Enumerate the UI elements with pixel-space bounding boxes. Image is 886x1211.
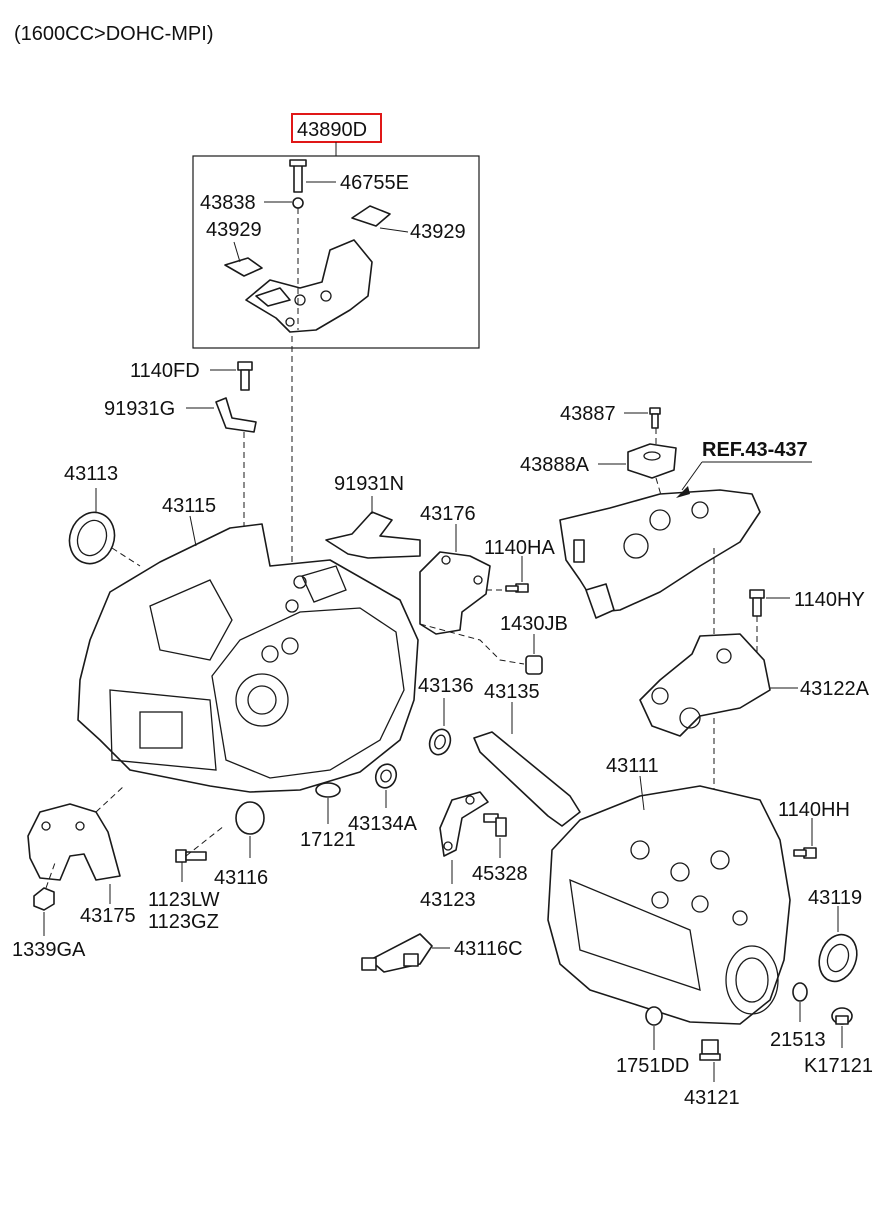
part-label-1123GZ[interactable]: 1123GZ bbox=[148, 911, 219, 933]
part-label-43111[interactable]: 43111 bbox=[606, 755, 659, 777]
bolt-1140HA[interactable] bbox=[505, 583, 529, 593]
part-label-1751DD[interactable]: 1751DD bbox=[616, 1055, 689, 1077]
part-label-17121[interactable]: 17121 bbox=[300, 829, 356, 851]
seal-43119[interactable] bbox=[813, 929, 863, 986]
engine-spec-label: (1600CC>DOHC-MPI) bbox=[14, 23, 213, 45]
bracket-91931G[interactable] bbox=[215, 397, 257, 433]
part-label-43121[interactable]: 43121 bbox=[684, 1087, 740, 1109]
part-label-43135[interactable]: 43135 bbox=[484, 681, 540, 703]
part-label-1140HA[interactable]: 1140HA bbox=[484, 537, 555, 559]
part-label-21513[interactable]: 21513 bbox=[770, 1029, 826, 1051]
gasket-43116[interactable] bbox=[235, 801, 265, 835]
part-label-1140HH[interactable]: 1140HH bbox=[778, 799, 850, 821]
part-label-43176[interactable]: 43176 bbox=[420, 503, 476, 525]
part-label-43175[interactable]: 43175 bbox=[80, 905, 136, 927]
part-label-46755E[interactable]: 46755E bbox=[340, 172, 409, 194]
bracket-91931N[interactable] bbox=[325, 511, 421, 559]
bolt-1140HY[interactable] bbox=[749, 589, 765, 617]
rail-43135[interactable] bbox=[473, 731, 581, 827]
seal-43134A[interactable] bbox=[372, 761, 399, 790]
assembly-code-label[interactable]: 43890D bbox=[297, 119, 367, 141]
part-label-91931G[interactable]: 91931G bbox=[104, 398, 175, 420]
bolt-1123LW[interactable] bbox=[175, 849, 207, 863]
ring-21513[interactable] bbox=[792, 982, 808, 1002]
plug-K17121[interactable] bbox=[831, 1007, 853, 1025]
part-label-43113[interactable]: 43113 bbox=[64, 463, 118, 485]
plug-43121[interactable] bbox=[699, 1039, 721, 1061]
part-label-43838[interactable]: 43838 bbox=[200, 192, 256, 214]
part-label-43116[interactable]: 43116 bbox=[214, 867, 268, 889]
part-label-1430JB[interactable]: 1430JB bbox=[500, 613, 568, 635]
mount-43122A[interactable] bbox=[639, 633, 771, 737]
part-label-43134A[interactable]: 43134A bbox=[348, 813, 418, 835]
pin-1430JB[interactable] bbox=[525, 655, 543, 675]
bracket-43176[interactable] bbox=[419, 551, 491, 635]
part-label-45328[interactable]: 45328 bbox=[472, 863, 528, 885]
bolt-1140FD[interactable] bbox=[237, 361, 253, 391]
reference-label[interactable]: REF.43-437 bbox=[702, 439, 808, 461]
assembly-group-box bbox=[192, 155, 480, 349]
bolt-45328[interactable] bbox=[483, 813, 507, 837]
shift-control-assembly-ref[interactable] bbox=[559, 489, 761, 619]
oil-seal-43113[interactable] bbox=[62, 506, 121, 570]
shift-bracket-assembly[interactable] bbox=[224, 159, 391, 333]
part-label-43119[interactable]: 43119 bbox=[808, 887, 862, 909]
part-label-43887[interactable]: 43887 bbox=[560, 403, 616, 425]
part-label-43123[interactable]: 43123 bbox=[420, 889, 476, 911]
bolt-1140HH[interactable] bbox=[793, 847, 817, 859]
bracket-43123[interactable] bbox=[439, 791, 489, 857]
clutch-housing-43115[interactable] bbox=[77, 523, 419, 793]
part-label-43929-right[interactable]: 43929 bbox=[410, 221, 466, 243]
seal-43136[interactable] bbox=[426, 726, 454, 757]
part-label-1123LW[interactable]: 1123LW bbox=[148, 889, 220, 911]
part-label-43136[interactable]: 43136 bbox=[418, 675, 474, 697]
part-label-1339GA[interactable]: 1339GA bbox=[12, 939, 86, 961]
part-label-43116C[interactable]: 43116C bbox=[454, 938, 523, 960]
nut-1339GA[interactable] bbox=[33, 887, 55, 911]
sensor-43116C[interactable] bbox=[361, 933, 433, 973]
transaxle-case-43111[interactable] bbox=[547, 785, 791, 1025]
part-label-43115[interactable]: 43115 bbox=[162, 495, 216, 517]
part-label-43929-left[interactable]: 43929 bbox=[206, 219, 262, 241]
ring-17121[interactable] bbox=[315, 782, 341, 798]
part-label-43122A[interactable]: 43122A bbox=[800, 678, 870, 700]
bolt-43887[interactable] bbox=[649, 407, 661, 429]
ring-1751DD[interactable] bbox=[645, 1006, 663, 1026]
bracket-43175[interactable] bbox=[27, 803, 121, 881]
part-label-1140HY[interactable]: 1140HY bbox=[794, 589, 865, 611]
block-43888A[interactable] bbox=[627, 443, 677, 479]
part-label-43888A[interactable]: 43888A bbox=[520, 454, 590, 476]
part-label-K17121[interactable]: K17121 bbox=[804, 1055, 873, 1077]
part-label-1140FD[interactable]: 1140FD bbox=[130, 360, 200, 382]
part-label-91931N[interactable]: 91931N bbox=[334, 473, 404, 495]
